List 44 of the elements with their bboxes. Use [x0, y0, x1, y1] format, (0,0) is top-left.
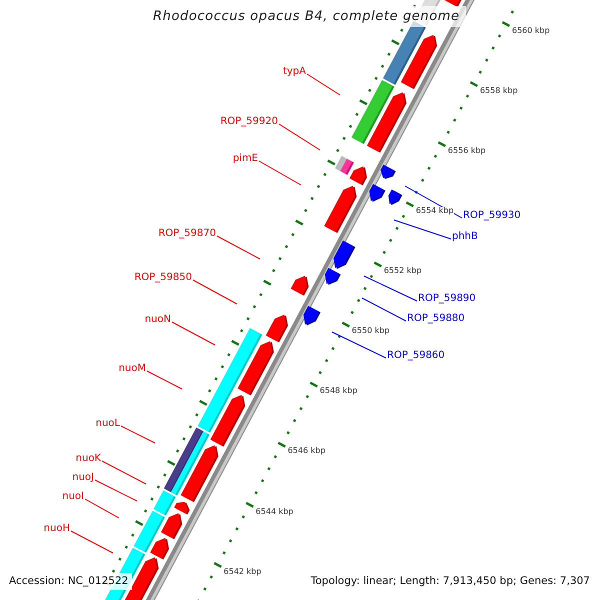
gene-label: ROP_59880 — [407, 314, 465, 324]
leader-line — [258, 160, 302, 186]
gene-label: nuoN — [144, 315, 171, 325]
leader-line — [278, 124, 320, 150]
leader-line — [192, 280, 238, 304]
gene-label: pimE — [232, 154, 258, 164]
tick-label: 6546 kbp — [288, 447, 326, 456]
tick-label: 6548 kbp — [320, 387, 358, 396]
tick-label: 6556 kbp — [448, 147, 486, 156]
leader-line — [216, 236, 260, 260]
tick-label: 6552 kbp — [384, 267, 422, 276]
gene-label: ROP_59920 — [220, 117, 278, 127]
leader-line — [332, 332, 386, 358]
tick-label: 6558 kbp — [480, 86, 518, 95]
gene-label: ROP_59890 — [418, 294, 476, 304]
tick-label: 6560 kbp — [512, 26, 550, 35]
leader-line — [102, 460, 146, 484]
gene-label: ROP_59930 — [463, 211, 521, 221]
leader-line — [120, 426, 156, 444]
leader-line — [84, 498, 120, 518]
gene-label: nuoJ — [72, 473, 94, 483]
leader-line — [146, 370, 182, 390]
leader-line — [362, 298, 406, 322]
gene-label: nuoH — [44, 524, 70, 534]
tick-label: 6542 kbp — [224, 568, 262, 576]
tick-label: 6554 kbp — [416, 207, 454, 216]
gene-label: ROP_59860 — [387, 351, 445, 361]
gene-label: nuoK — [76, 454, 101, 464]
gene-label: nuoI — [62, 492, 84, 502]
leader-line — [172, 322, 216, 346]
leader-line — [94, 480, 138, 502]
genome-info-text: Topology: linear; Length: 7,913,450 bp; Genes: 7,307 — [310, 574, 591, 589]
gene-label: ROP_59870 — [158, 229, 216, 239]
leader-line — [364, 276, 418, 302]
gene-label: nuoM — [118, 364, 146, 374]
leader-line — [306, 74, 340, 96]
gene-label: nuoL — [96, 419, 120, 429]
tick-label: 6550 kbp — [352, 327, 390, 336]
leader-line — [70, 530, 114, 554]
gene-label: phhB — [452, 232, 478, 242]
gene-label: ROP_59850 — [134, 273, 192, 283]
leader-line — [394, 220, 452, 240]
gene-label: typA — [282, 67, 306, 77]
tick-label: 6544 kbp — [256, 508, 294, 516]
